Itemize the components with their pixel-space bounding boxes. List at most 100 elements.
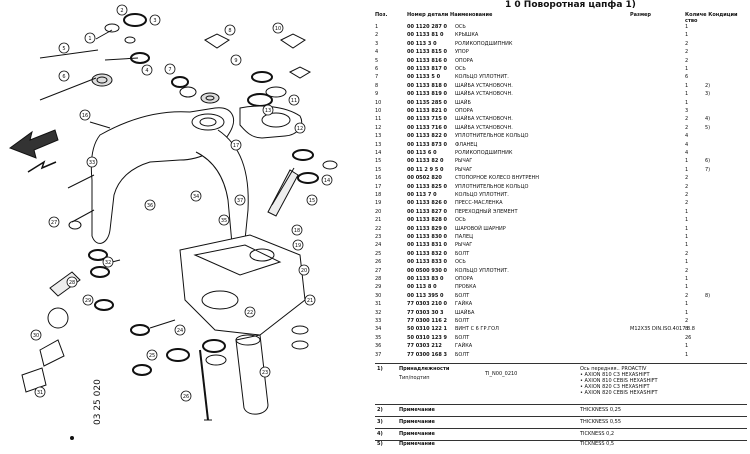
callout-number: 8 xyxy=(228,28,231,34)
part-quantity: 4 xyxy=(685,150,689,156)
note-index: 3) xyxy=(377,419,383,425)
part-quantity: 1 xyxy=(685,99,689,106)
part-position: 19 xyxy=(375,200,382,207)
note-text: TICKNESS 0,2 xyxy=(580,431,615,437)
part-condition: 2) xyxy=(705,82,711,89)
callout-number: 9 xyxy=(234,58,237,64)
part-name: КОЛЬЦО УПЛОТНИТ. xyxy=(455,192,509,198)
part-number: 00 1133 818 0 xyxy=(407,82,448,89)
part-position: 34 xyxy=(375,326,382,333)
note-label: Примечание xyxy=(399,441,435,447)
part-number: 00 1133 822 0 xyxy=(407,133,448,140)
callout-number: 18 xyxy=(294,228,300,234)
part-name: ОСЬ xyxy=(455,217,466,224)
divider xyxy=(375,416,747,417)
note-accessories: 1) Принадлежности Тип/подтип TI_N00_0210… xyxy=(375,364,747,396)
part-position: 4 xyxy=(375,49,379,56)
callout-number: 2 xyxy=(120,8,123,14)
part-position: 12 xyxy=(375,124,382,131)
part-position: 29 xyxy=(375,284,382,291)
part-quantity: 26 xyxy=(685,334,692,341)
part-quantity: 1 xyxy=(685,225,689,232)
part-quantity: 1 xyxy=(685,284,689,291)
part-number: 77 0303 30 3 xyxy=(407,309,444,316)
part-quantity: 2 xyxy=(685,250,689,257)
callout-number: 22 xyxy=(247,310,253,316)
part-number: 00 0502 820 xyxy=(407,175,442,182)
part-condition: 5) xyxy=(705,124,711,131)
part-position: 6 xyxy=(375,66,379,72)
part-condition: 7) xyxy=(705,166,711,173)
callout-number: 6 xyxy=(62,74,65,80)
part-name: РЫЧАГ xyxy=(455,158,473,165)
part-number: 00 1133 825 0 xyxy=(407,183,448,190)
part-name: БОЛТ xyxy=(455,318,470,324)
part-quantity: 1 xyxy=(685,24,689,30)
callout-number: 17 xyxy=(233,143,239,149)
part-position: 36 xyxy=(375,343,382,350)
part-quantity: 3 xyxy=(685,108,689,114)
callout-number: 28 xyxy=(69,280,75,286)
part-position: 21 xyxy=(375,217,382,224)
part-size: M12X35 DIN.ISO.4017 8.8 xyxy=(630,326,695,333)
part-position: 15 xyxy=(375,158,382,165)
part-name: КОЛЬЦО УПЛОТНИТ. xyxy=(455,267,509,274)
callout-number: 10 xyxy=(275,26,281,32)
part-position: 26 xyxy=(375,259,382,266)
part-number: 00 0500 930 0 xyxy=(407,267,448,274)
part-name: ОПОРА xyxy=(455,276,474,282)
table-row: 27 00 0500 930 0 КОЛЬЦО УПЛОТНИТ. 2 xyxy=(375,268,750,276)
part-position: 17 xyxy=(375,183,382,190)
divider xyxy=(375,363,747,364)
part-position: 30 xyxy=(375,292,382,299)
callout-number: 11 xyxy=(291,98,297,104)
part-quantity: 2 xyxy=(685,192,689,198)
part-condition: 3) xyxy=(705,91,711,98)
callout-number: 32 xyxy=(105,260,111,266)
part-position: 22 xyxy=(375,225,382,232)
part-position: 11 xyxy=(375,116,382,123)
part-position: 7 xyxy=(375,74,379,81)
divider xyxy=(375,440,747,441)
part-name: ПАЛЕЦ xyxy=(455,234,473,240)
part-quantity: 2 xyxy=(685,267,689,274)
part-name: ПРОБКА xyxy=(455,284,477,291)
part-number: 00 113 6 0 xyxy=(407,150,437,156)
part-name: ШАЙБА xyxy=(455,309,475,316)
part-quantity: 1 xyxy=(685,351,689,358)
part-position: 27 xyxy=(375,267,382,274)
part-position: 8 xyxy=(375,82,379,89)
callout-number: 16 xyxy=(82,113,88,119)
part-condition: 4) xyxy=(705,116,711,123)
drawing-number: 03 25 020 xyxy=(93,379,103,425)
part-name: УПОР xyxy=(455,49,469,56)
callout-number: 5 xyxy=(62,46,65,52)
part-number: 00 1120 287 0 xyxy=(407,24,448,30)
part-number: 00 1133 832 0 xyxy=(407,250,448,257)
part-number: 00 1133 829 0 xyxy=(407,225,448,232)
part-name: УПЛОТНИТЕЛЬНОЕ КОЛЬЦО xyxy=(455,133,529,140)
part-quantity: 1 xyxy=(685,32,689,39)
part-name: БОЛТ xyxy=(455,334,470,341)
part-name: ОПОРА xyxy=(455,108,474,114)
note-desc-line: • AXION 820 C3 HEXASHIFT xyxy=(580,384,650,390)
